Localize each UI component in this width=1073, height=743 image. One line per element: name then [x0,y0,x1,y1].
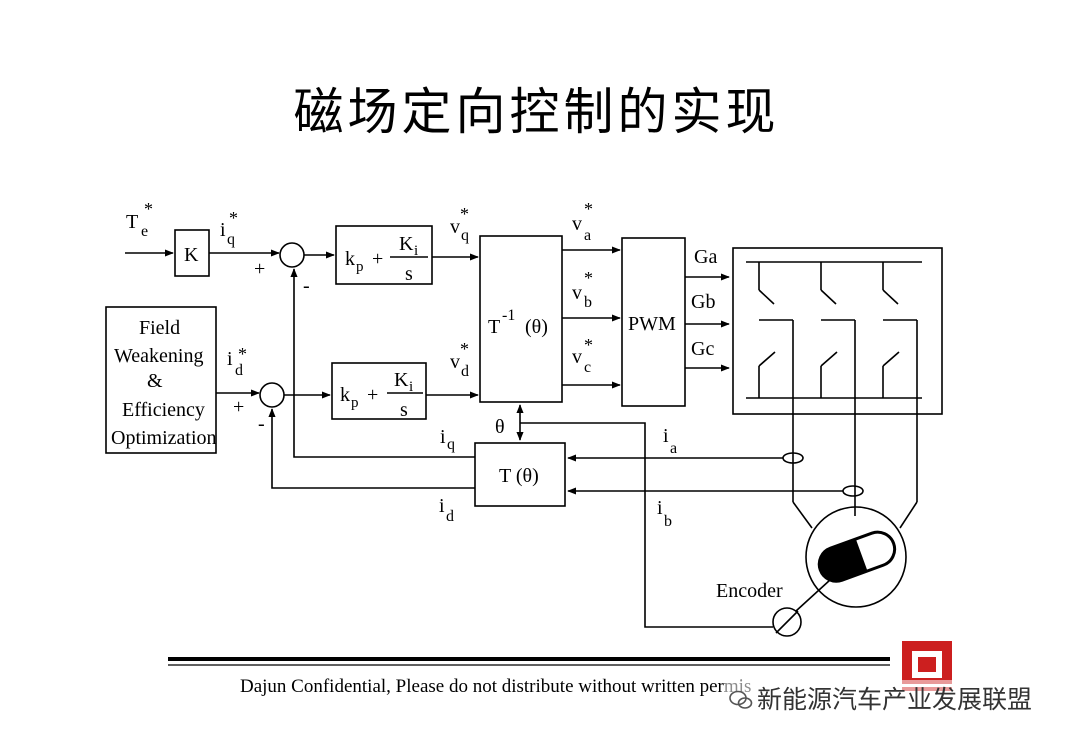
label-plus-q: + [254,258,265,280]
pi-controller-d [331,362,427,420]
label-iq-fb: i [440,426,446,448]
label-tinv-sup: -1 [502,307,515,324]
sum-junction-q [279,242,305,268]
label-fw-1: Field [139,317,180,339]
current-sensor-b [842,485,864,497]
label-ib-sub: b [664,513,672,530]
label-t-theta: T (θ) [499,465,539,487]
label-ki-d: K [394,369,409,391]
label-tinv: T [488,316,500,338]
label-kp-q: k [345,248,355,270]
footer-rule-thick [168,657,890,661]
label-vb-sub: b [584,294,592,311]
label-te-star: * [144,199,153,219]
label-fw-5: Optimization [111,427,217,449]
label-kp-d-sub: p [351,395,359,411]
label-pwm: PWM [628,313,676,335]
label-id-ref-sub: d [235,362,243,379]
label-vq: v [450,216,460,238]
wechat-icon [729,690,753,709]
label-kp-d: k [340,384,350,406]
label-kp-q-sub: p [356,259,364,275]
label-theta: θ [495,416,505,438]
label-ki-d-sub: i [409,379,413,395]
label-plus-d: + [233,396,244,418]
label-vd-star: * [460,339,469,359]
label-ki-q: K [399,233,414,255]
label-vq-sub: q [461,227,469,244]
pwm-block [621,237,686,407]
label-ki-q-sub: i [414,243,418,259]
label-va-star: * [584,199,593,219]
footer-confidential: Dajun Confidential, Please do not distri… [240,676,752,697]
label-vc-star: * [584,335,593,355]
label-vb-star: * [584,268,593,288]
label-minus-q: - [303,275,310,297]
inverse-park-block [479,235,563,403]
label-vd-sub: d [461,363,469,380]
label-encoder: Encoder [716,580,783,602]
label-vb: v [572,282,582,304]
label-k: K [184,244,199,266]
label-ga: Ga [694,246,717,268]
pi-controller-q [335,225,433,285]
label-s-q: s [405,263,413,285]
watermark: 新能源汽车产业发展联盟 [725,680,1037,716]
label-iq-ref-sub: q [227,231,235,248]
label-iq-fb-sub: q [447,436,455,453]
watermark-text: 新能源汽车产业发展联盟 [757,685,1033,714]
label-ia-sub: a [670,440,677,457]
label-tinv-arg: (θ) [525,316,548,338]
motor-rotor [817,530,897,583]
slide-title: 磁场定向控制的实现 [293,83,780,141]
inverter-bridge [732,247,943,415]
park-transform-block [474,442,566,507]
label-kp-q-plus: + [372,248,383,270]
label-vd: v [450,351,460,373]
label-id-fb: i [439,495,445,517]
label-te: T [126,211,138,233]
encoder-symbol [772,607,802,637]
label-gc: Gc [691,338,714,360]
label-id-star: * [238,344,247,364]
label-va-sub: a [584,227,591,244]
label-minus-d: - [258,413,265,435]
motor-symbol [805,506,907,608]
label-gb: Gb [691,291,715,313]
label-id-fb-sub: d [446,508,454,525]
field-weakening-block [105,306,217,454]
label-ib: i [657,497,663,519]
label-s-d: s [400,399,408,421]
label-va: v [572,213,582,235]
label-fw-3: & [147,370,163,392]
label-ia: i [663,425,669,447]
label-vc: v [572,346,582,368]
sum-junction-d [259,382,285,408]
label-te-sub: e [141,223,148,240]
label-fw-4: Efficiency [122,399,205,421]
label-vq-star: * [460,204,469,224]
label-iq-star: * [229,208,238,228]
label-vc-sub: c [584,359,591,376]
label-kp-d-plus: + [367,384,378,406]
label-id-ref: i [227,348,233,370]
label-iq-ref: i [220,219,226,241]
label-fw-2: Weakening [114,345,203,367]
